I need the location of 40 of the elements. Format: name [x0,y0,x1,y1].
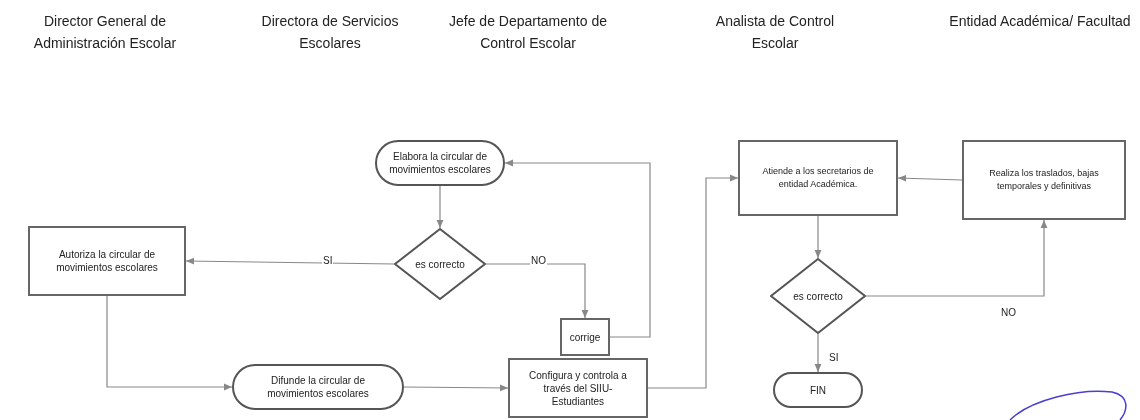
decision-diamond [394,228,486,300]
node-text: Elabora la circular de movimientos escolares [388,150,492,176]
connector-arrow [647,174,739,389]
lane-heading: Entidad Académica/ Facultad [948,12,1132,31]
edge-label: SI [828,352,840,364]
connector-arrow [814,333,822,373]
node-text: corrige [569,330,601,344]
node-text: Difunde la circular de movimientos escolares [266,374,370,400]
decision-diamond [770,258,866,334]
edge-label: SI [322,255,334,267]
connector-arrow [814,215,822,259]
connector-arrow [403,384,509,392]
terminal-pill [375,140,505,186]
node-text: es correcto [415,257,465,271]
edge-label: NO [1000,307,1017,319]
process-box [560,318,610,356]
terminal-pill [773,372,863,408]
connector-arrow [485,263,589,319]
node-text: es correcto [793,289,843,303]
connector-arrow [865,219,1048,297]
node-text: FIN [809,383,827,397]
process-box [962,140,1126,220]
process-box [738,140,898,216]
lane-heading: Analista de Control Escolar [714,12,836,53]
node-text: Autoriza la circular de movimientos escolares [55,248,159,274]
connector-arrow [436,185,444,229]
node-text: Realiza los traslados, bajas temporales y definitivas [988,167,1100,193]
process-box [508,358,648,418]
edge-label: NO [530,255,547,267]
connector-arrow [185,257,395,265]
process-box [28,226,186,296]
connector-arrow [106,295,233,391]
terminal-pill [232,364,404,410]
lane-heading: Directora de Servicios Escolares [260,12,400,53]
lane-heading: Director General de Administración Escolar [32,12,178,53]
connector-arrow [897,174,963,182]
node-text: Atiende a los secretarios de entidad Académica. [761,165,875,191]
node-text: Configura y controla a través del SIIU-Estudiantes [528,368,628,408]
lane-heading: Jefe de Departamento de Control Escolar [448,12,608,53]
connector-arrow [504,159,651,338]
